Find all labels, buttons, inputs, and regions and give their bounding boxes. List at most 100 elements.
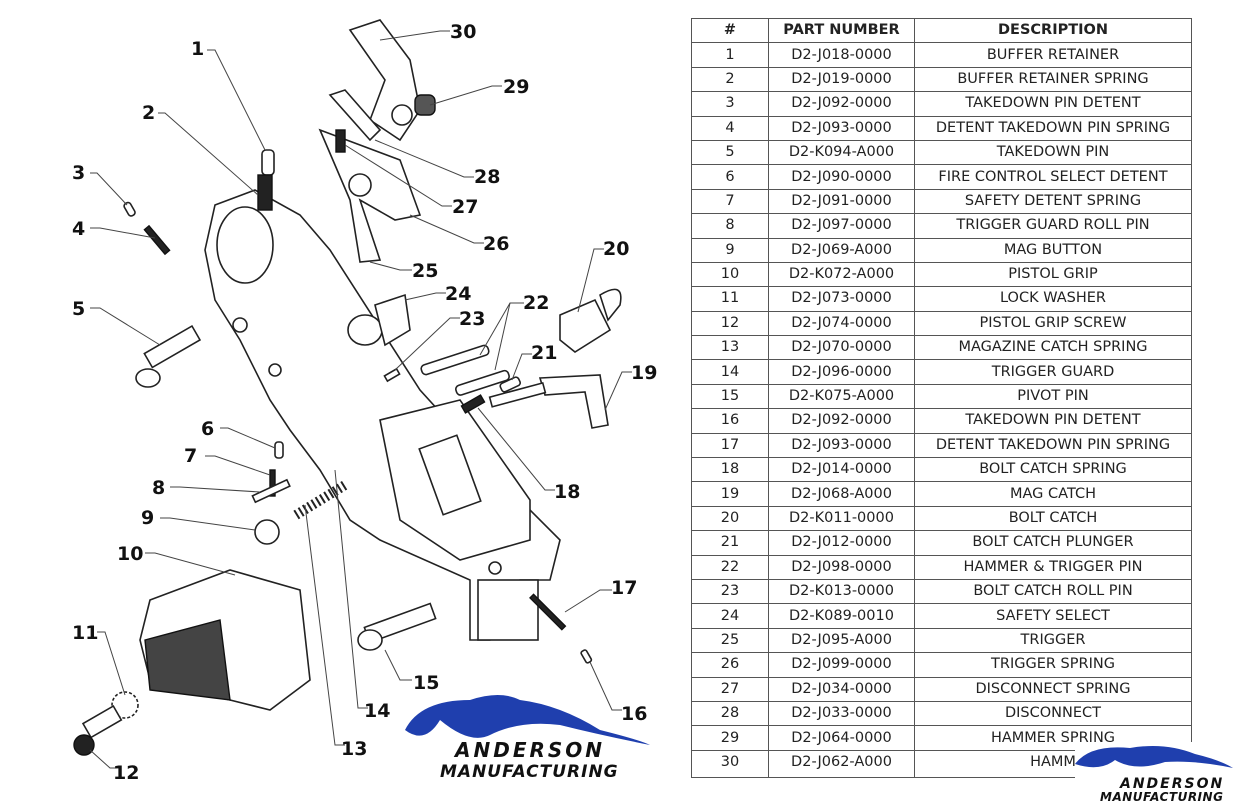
- cell-description: SAFETY SELECT: [914, 603, 1192, 629]
- cell-description: MAG BUTTON: [914, 237, 1192, 263]
- cell-part-number: D2-J097-0000: [768, 213, 915, 239]
- cell-number: 12: [691, 310, 769, 337]
- cell-part-number: D2-J090-0000: [768, 164, 915, 190]
- cell-description: BUFFER RETAINER: [914, 42, 1192, 68]
- callout-28: 28: [474, 166, 500, 188]
- cell-part-number: D2-J019-0000: [768, 66, 915, 93]
- cell-part-number: D2-J092-0000: [768, 408, 915, 434]
- trigger-pin-part: [455, 369, 510, 396]
- takedown-pin-part: [135, 324, 202, 388]
- cell-part-number: D2-K089-0010: [768, 603, 915, 629]
- cell-part-number: D2-J033-0000: [768, 700, 915, 727]
- roll-pin-part: [251, 478, 291, 504]
- cell-number: 22: [691, 554, 769, 580]
- anderson-logo: ANDERSON MANUFACTURING: [405, 695, 650, 782]
- callout-20: 20: [603, 238, 629, 260]
- mag-button-part: [254, 519, 280, 545]
- cell-description: DETENT TAKEDOWN PIN SPRING: [914, 432, 1192, 459]
- cell-description: TRIGGER SPRING: [914, 652, 1192, 678]
- cell-description: LOCK WASHER: [914, 286, 1192, 312]
- safety-spring-part: [269, 469, 276, 497]
- callout-26: 26: [483, 233, 509, 255]
- callout-18: 18: [554, 481, 580, 503]
- callout-2: 2: [142, 102, 155, 124]
- cell-part-number: D2-J069-A000: [768, 237, 915, 263]
- cell-number: 24: [691, 603, 769, 629]
- callout-22: 22: [523, 292, 549, 314]
- cell-number: 9: [691, 237, 769, 263]
- callout-14: 14: [364, 700, 390, 722]
- cell-description: BOLT CATCH: [914, 505, 1192, 532]
- cell-part-number: D2-J012-0000: [768, 530, 915, 556]
- callout-9: 9: [141, 507, 154, 529]
- callout-30: 30: [450, 21, 476, 43]
- cell-number: 4: [691, 115, 769, 141]
- cell-number: 30: [691, 749, 769, 778]
- cell-description: TAKEDOWN PIN DETENT: [914, 408, 1192, 434]
- cell-description: DISCONNECT: [914, 700, 1192, 727]
- hammer-spring-part: [414, 94, 436, 116]
- cell-description: SAFETY DETENT SPRING: [914, 188, 1192, 215]
- cell-part-number: D2-J096-0000: [768, 359, 915, 385]
- cell-part-number: D2-J070-0000: [768, 335, 915, 361]
- takedown-detent-part: [123, 201, 136, 217]
- callout-5: 5: [72, 298, 85, 320]
- bolt-catch-spring-part: [460, 394, 486, 414]
- cell-number: 2: [691, 66, 769, 93]
- horse-head-logo-icon: [405, 695, 650, 745]
- cell-number: 28: [691, 700, 769, 727]
- callout-16: 16: [621, 703, 647, 725]
- cell-number: 26: [691, 652, 769, 678]
- callout-3: 3: [72, 162, 85, 184]
- cell-part-number: D2-J073-0000: [768, 286, 915, 312]
- cell-part-number: D2-J074-0000: [768, 310, 915, 337]
- anderson-logo-corner: ANDERSON MANUFACTURING: [1075, 742, 1233, 803]
- callout-labels: 1 2 3 4 5 6 7 8 9 10 11 12 13 14 15 16 1…: [72, 21, 657, 784]
- cell-description: DETENT TAKEDOWN PIN SPRING: [914, 115, 1192, 141]
- cell-part-number: D2-J095-A000: [768, 627, 915, 654]
- cell-part-number: D2-J092-0000: [768, 91, 915, 117]
- cell-number: 3: [691, 91, 769, 117]
- lower-receiver: [204, 189, 561, 641]
- callout-21: 21: [531, 342, 557, 364]
- cell-number: 25: [691, 627, 769, 654]
- grip-screw-part: [73, 704, 123, 756]
- cell-number: 14: [691, 359, 769, 385]
- cell-number: 6: [691, 164, 769, 190]
- cell-description: HAMMER SPRING: [914, 725, 1192, 751]
- trigger-part: [318, 128, 422, 263]
- cell-number: 21: [691, 530, 769, 556]
- callout-6: 6: [201, 418, 214, 440]
- cell-description: PISTOL GRIP SCREW: [914, 310, 1192, 337]
- callout-19: 19: [631, 362, 657, 384]
- cell-number: 27: [691, 676, 769, 702]
- callout-4: 4: [72, 218, 85, 240]
- callout-13: 13: [341, 738, 367, 760]
- bolt-catch-part: [559, 288, 622, 353]
- lock-washer-part: [111, 691, 139, 719]
- callout-24: 24: [445, 283, 471, 305]
- cell-part-number: D2-J093-0000: [768, 432, 915, 459]
- cell-part-number: D2-K013-0000: [768, 578, 915, 605]
- callout-23: 23: [459, 308, 485, 330]
- callout-29: 29: [503, 76, 529, 98]
- table-header-row: # PART NUMBER DESCRIPTION: [691, 17, 1192, 44]
- callout-12: 12: [113, 762, 139, 784]
- detent-spring-part: [143, 224, 171, 256]
- bolt-catch-plunger-part: [499, 376, 521, 393]
- cell-description: MAG CATCH: [914, 481, 1192, 507]
